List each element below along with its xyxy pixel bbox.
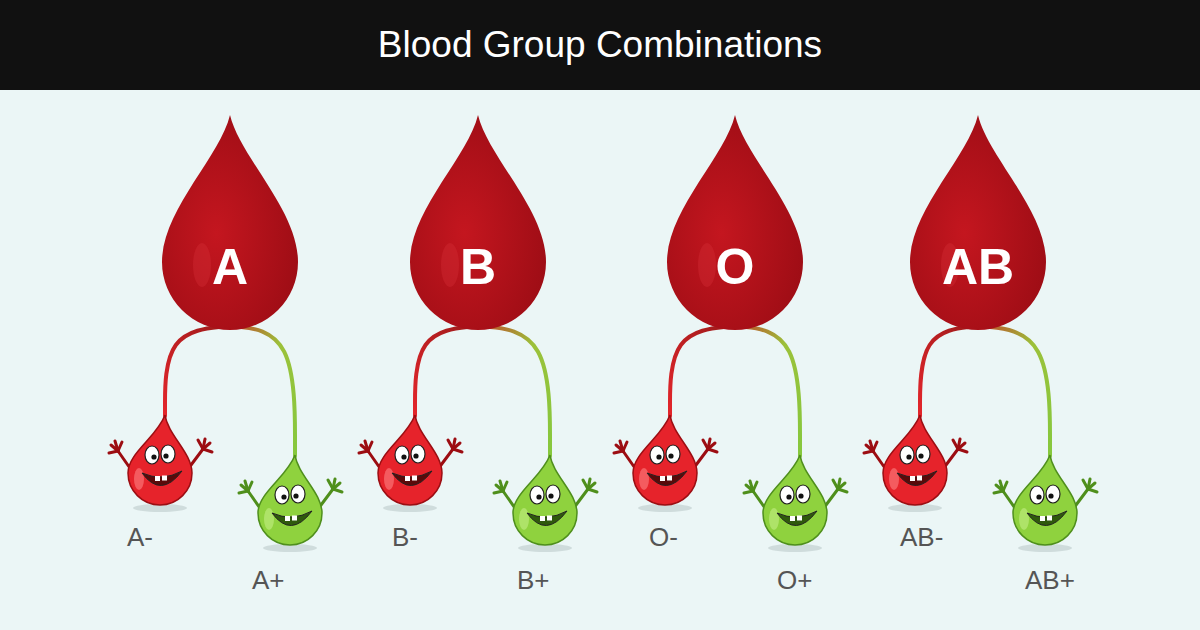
rh-label: O+: [777, 565, 815, 595]
connector-line: [920, 326, 978, 416]
cartoon-eyes: [1030, 485, 1060, 504]
cartoon-body: [883, 415, 947, 505]
cartoon-eyes: [395, 445, 425, 464]
connector-line: [670, 326, 735, 416]
cartoon-mouth: [142, 471, 182, 486]
cartoon-mouth: [1027, 511, 1067, 526]
drop-shape: [910, 115, 1046, 330]
rh-label: B-: [392, 522, 420, 552]
rh-type-drop: A-: [105, 413, 215, 513]
rh-label: A-: [127, 522, 155, 552]
cartoon-mouth: [392, 471, 432, 486]
drop-shape: [162, 115, 298, 330]
cartoon-drop: [740, 453, 850, 553]
connector-line: [735, 326, 800, 456]
cartoon-mouth: [272, 511, 312, 526]
cartoon-eyes: [900, 445, 930, 464]
cartoon-eyes: [530, 485, 560, 504]
drop-shape: [667, 115, 803, 330]
connector-line: [978, 326, 1050, 456]
rh-type-drop: O+: [740, 453, 850, 553]
body-highlight: [769, 508, 779, 530]
rh-label: B+: [517, 565, 552, 595]
cartoon-mouth: [647, 471, 687, 486]
title-text: Blood Group Combinations: [0, 0, 1200, 90]
cartoon-mouth: [897, 471, 937, 486]
drop-shape: [410, 115, 546, 330]
body-highlight: [384, 468, 394, 490]
cartoon-body: [513, 455, 577, 545]
body-highlight: [1019, 508, 1029, 530]
blood-group-drop: O: [667, 115, 803, 330]
title-bar: Blood Group Combinations: [0, 0, 1200, 90]
blood-group-drop: A: [162, 115, 298, 330]
group-letter: A: [162, 237, 298, 297]
rh-label: A+: [252, 565, 287, 595]
rh-type-drop: A+: [235, 453, 345, 553]
group-letter: B: [410, 237, 546, 297]
body-highlight: [134, 468, 144, 490]
drop-highlight: [698, 243, 716, 287]
cartoon-drop: [610, 413, 720, 513]
cartoon-body: [763, 455, 827, 545]
cartoon-eyes: [275, 485, 305, 504]
connector-line: [165, 326, 230, 416]
cartoon-body: [1013, 455, 1077, 545]
connector-line: [230, 326, 295, 456]
body-highlight: [519, 508, 529, 530]
drop-highlight: [193, 243, 211, 287]
body-highlight: [889, 468, 899, 490]
rh-type-drop: AB+: [990, 453, 1100, 553]
blood-group-drop: AB: [910, 115, 1046, 330]
rh-type-drop: B+: [490, 453, 600, 553]
drop-highlight: [441, 243, 459, 287]
connector-line: [415, 326, 478, 416]
blood-drop: [667, 115, 803, 330]
connector-line: [478, 326, 550, 456]
rh-type-drop: AB-: [860, 413, 970, 513]
cartoon-eyes: [780, 485, 810, 504]
body-highlight: [264, 508, 274, 530]
rh-type-drop: B-: [355, 413, 465, 513]
rh-type-drop: O-: [610, 413, 720, 513]
cartoon-drop: [990, 453, 1100, 553]
cartoon-body: [128, 415, 192, 505]
cartoon-drop: [235, 453, 345, 553]
blood-drop: [410, 115, 546, 330]
cartoon-body: [633, 415, 697, 505]
group-letter: AB: [910, 237, 1046, 297]
cartoon-drop: [105, 413, 215, 513]
cartoon-mouth: [527, 511, 567, 526]
rh-label: O-: [649, 522, 680, 552]
rh-label: AB-: [900, 522, 946, 552]
blood-drop: [162, 115, 298, 330]
cartoon-drop: [860, 413, 970, 513]
rh-label: AB+: [1025, 565, 1077, 595]
cartoon-mouth: [777, 511, 817, 526]
cartoon-body: [378, 415, 442, 505]
cartoon-eyes: [145, 445, 175, 464]
cartoon-drop: [490, 453, 600, 553]
cartoon-body: [258, 455, 322, 545]
body-highlight: [639, 468, 649, 490]
cartoon-drop: [355, 413, 465, 513]
cartoon-eyes: [650, 445, 680, 464]
group-letter: O: [667, 237, 803, 297]
blood-group-drop: B: [410, 115, 546, 330]
blood-drop: [910, 115, 1046, 330]
